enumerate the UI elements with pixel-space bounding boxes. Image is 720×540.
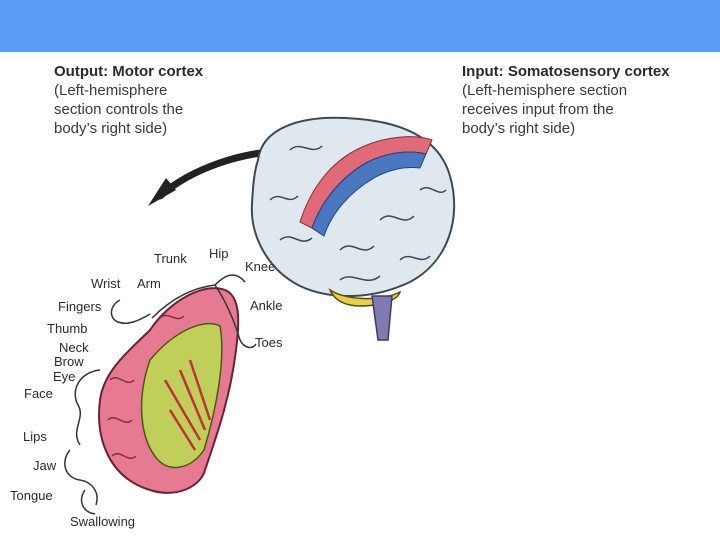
label-hip: Hip (209, 246, 229, 261)
label-ankle: Ankle (250, 298, 283, 313)
motor-caption-line: (Left-hemisphere (54, 82, 168, 99)
label-knee: Knee (245, 259, 276, 274)
motor-caption-line: section controls the (54, 101, 184, 118)
arrow-head (148, 178, 176, 206)
header-band (0, 0, 720, 52)
sensory-caption-line: body’s right side) (462, 120, 576, 137)
label-thumb: Thumb (47, 321, 88, 336)
motor-caption-line: body’s right side) (54, 120, 168, 137)
label-jaw: Jaw (33, 458, 57, 473)
homunculus-outline (64, 274, 257, 515)
label-wrist: Wrist (91, 276, 121, 291)
label-arm: Arm (137, 276, 161, 291)
sensory-caption-line: receives input from the (462, 101, 614, 118)
label-swallowing: Swallowing (70, 514, 136, 529)
label-toes: Toes (255, 335, 283, 350)
label-tongue: Tongue (10, 488, 53, 503)
label-fingers: Fingers (58, 299, 102, 314)
label-brow: Brow (54, 354, 84, 369)
somatosensory-cortex-caption: Input: Somatosensory cortex (Left-hemisp… (462, 62, 702, 138)
somatosensory-cortex-title: Input: Somatosensory cortex (462, 63, 670, 80)
label-lips: Lips (23, 429, 47, 444)
motor-cortex-cross-section (98, 287, 240, 494)
label-face: Face (24, 386, 53, 401)
motor-cortex-caption: Output: Motor cortex (Left-hemisphere se… (54, 62, 254, 138)
label-eye: Eye (53, 369, 76, 384)
brain-hemisphere (250, 116, 456, 341)
label-neck: Neck (59, 340, 89, 355)
motor-cortex-title: Output: Motor cortex (54, 63, 204, 80)
sensory-caption-line: (Left-hemisphere section (462, 82, 628, 99)
label-trunk: Trunk (154, 251, 187, 266)
